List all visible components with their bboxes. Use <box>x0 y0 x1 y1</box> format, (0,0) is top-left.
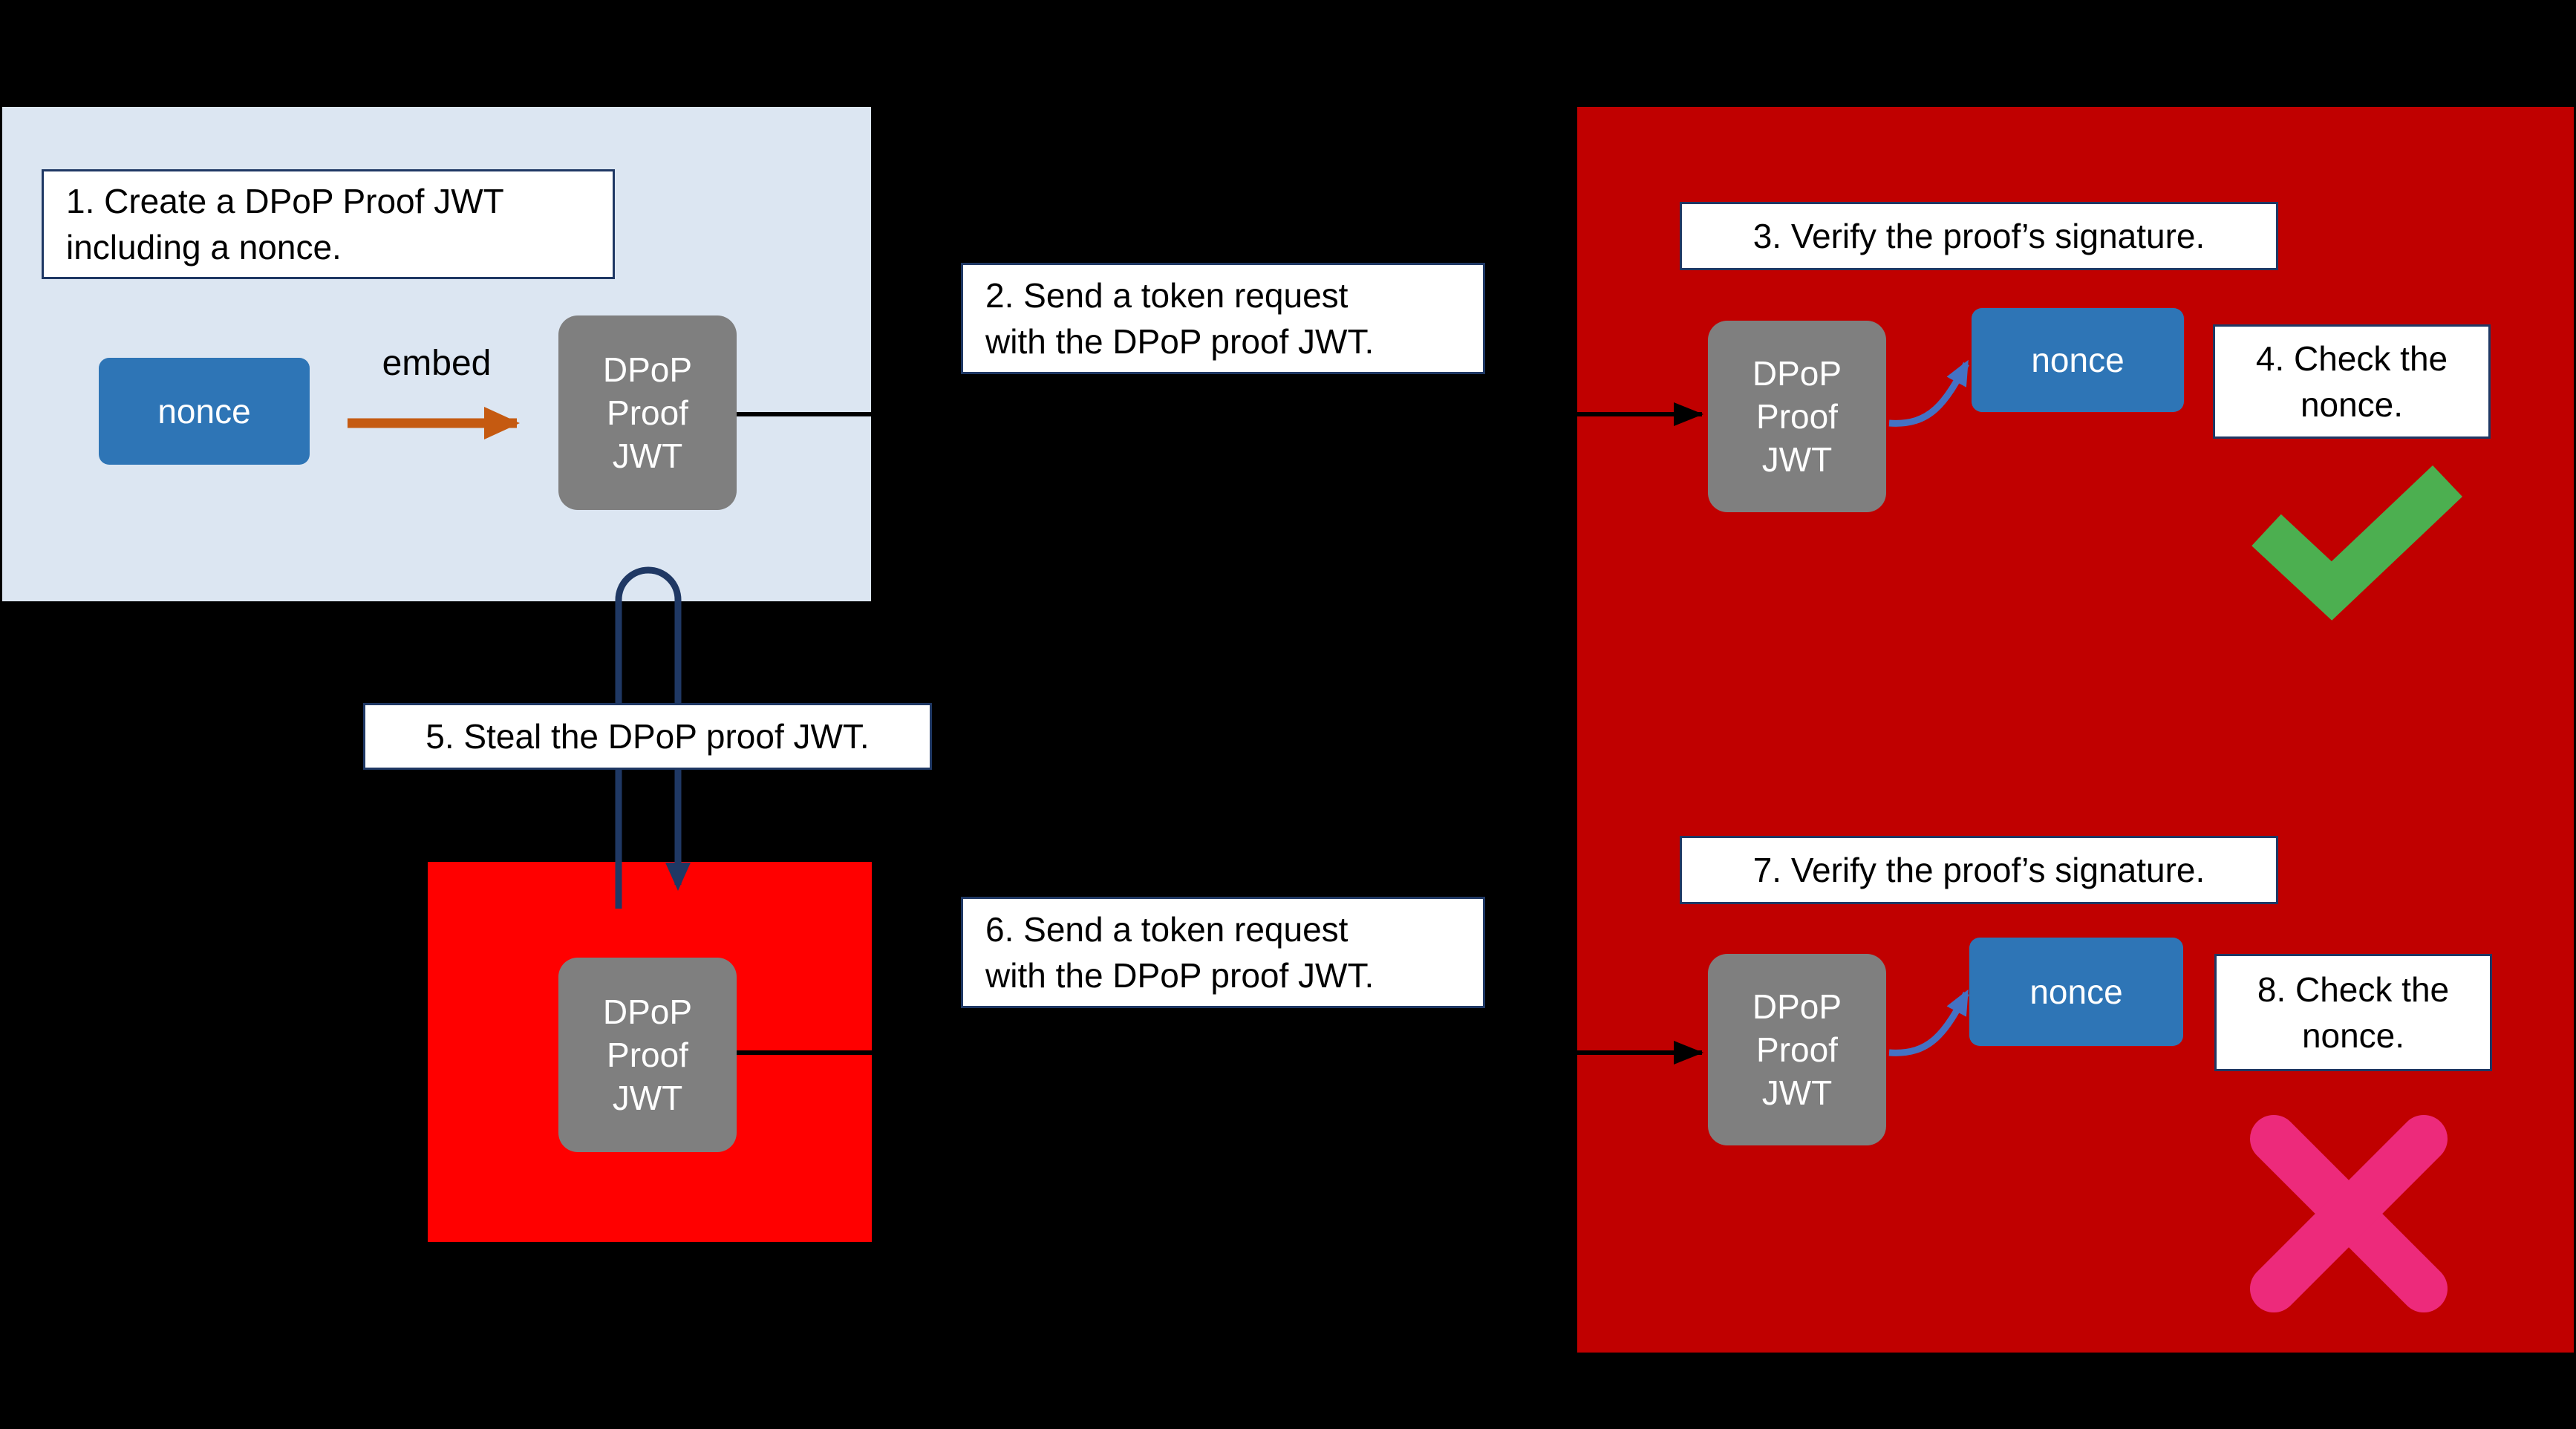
dpop-line1: DPoP <box>1752 987 1842 1026</box>
nonce-extract-arrow-bottom <box>1888 989 1969 1056</box>
step5-text: 5. Steal the DPoP proof JWT. <box>425 717 870 756</box>
step8-line2: nonce. <box>2301 1016 2405 1055</box>
dpop-line2: Proof <box>607 1036 688 1074</box>
embed-label: embed <box>382 344 492 383</box>
step1-line2: including a nonce. <box>66 228 342 266</box>
dpop-jwt-node-authserver-bottom: DPoP Proof JWT <box>1708 954 1886 1145</box>
dpop-jwt-node-text: DPoP Proof JWT <box>603 348 692 477</box>
step1-line1: 1. Create a DPoP Proof JWT <box>66 182 504 220</box>
step4-label: 4. Check the nonce. <box>2213 324 2491 439</box>
step8-line1: 8. Check the <box>2257 970 2450 1009</box>
dpop-line3: JWT <box>1761 1073 1833 1112</box>
dpop-jwt-node-text: DPoP Proof JWT <box>1752 985 1842 1114</box>
dpop-jwt-node-attacker: DPoP Proof JWT <box>558 958 737 1152</box>
dpop-jwt-node-text: DPoP Proof JWT <box>603 990 692 1119</box>
step2-label: 2. Send a token request with the DPoP pr… <box>961 263 1485 374</box>
nonce-node-authserver-bottom: nonce <box>1969 938 2183 1046</box>
dpop-jwt-node-text: DPoP Proof JWT <box>1752 352 1842 481</box>
dpop-line2: Proof <box>1756 397 1838 436</box>
dpop-jwt-node-client: DPoP Proof JWT <box>558 315 737 510</box>
step3-text: 3. Verify the proof’s signature. <box>1752 217 2205 255</box>
step1-label: 1. Create a DPoP Proof JWT including a n… <box>42 169 615 279</box>
step7-text: 7. Verify the proof’s signature. <box>1752 851 2205 889</box>
nonce-extract-arrow-top <box>1888 359 1969 427</box>
nonce-node-authserver-top: nonce <box>1972 308 2184 412</box>
step2-line2: with the DPoP proof JWT. <box>985 322 1375 361</box>
nonce-node-client: nonce <box>99 358 310 465</box>
success-check-icon <box>2251 465 2462 621</box>
nonce-node-text: nonce <box>2031 341 2125 379</box>
failure-cross-icon <box>2250 1115 2448 1312</box>
step2-line1: 2. Send a token request <box>985 276 1349 315</box>
step8-label: 8. Check the nonce. <box>2214 954 2492 1071</box>
dpop-line3: JWT <box>612 436 683 475</box>
dpop-jwt-node-authserver-top: DPoP Proof JWT <box>1708 321 1886 512</box>
dpop-line2: Proof <box>607 393 688 432</box>
step6-label: 6. Send a token request with the DPoP pr… <box>961 897 1485 1008</box>
dpop-line1: DPoP <box>602 350 693 389</box>
dpop-line1: DPoP <box>602 993 693 1031</box>
nonce-node-text: nonce <box>2029 972 2123 1011</box>
step6-line1: 6. Send a token request <box>985 910 1349 949</box>
nonce-node-text: nonce <box>157 392 251 431</box>
step4-line2: nonce. <box>2300 385 2404 424</box>
dpop-line3: JWT <box>1761 440 1833 479</box>
step4-line1: 4. Check the <box>2255 339 2448 378</box>
step3-label: 3. Verify the proof’s signature. <box>1680 202 2278 270</box>
step7-label: 7. Verify the proof’s signature. <box>1680 836 2278 904</box>
step5-label: 5. Steal the DPoP proof JWT. <box>363 703 932 770</box>
steal-arrow <box>615 566 691 909</box>
dpop-line3: JWT <box>612 1079 683 1117</box>
step6-line2: with the DPoP proof JWT. <box>985 956 1375 995</box>
dpop-line1: DPoP <box>1752 354 1842 393</box>
dpop-line2: Proof <box>1756 1030 1838 1069</box>
